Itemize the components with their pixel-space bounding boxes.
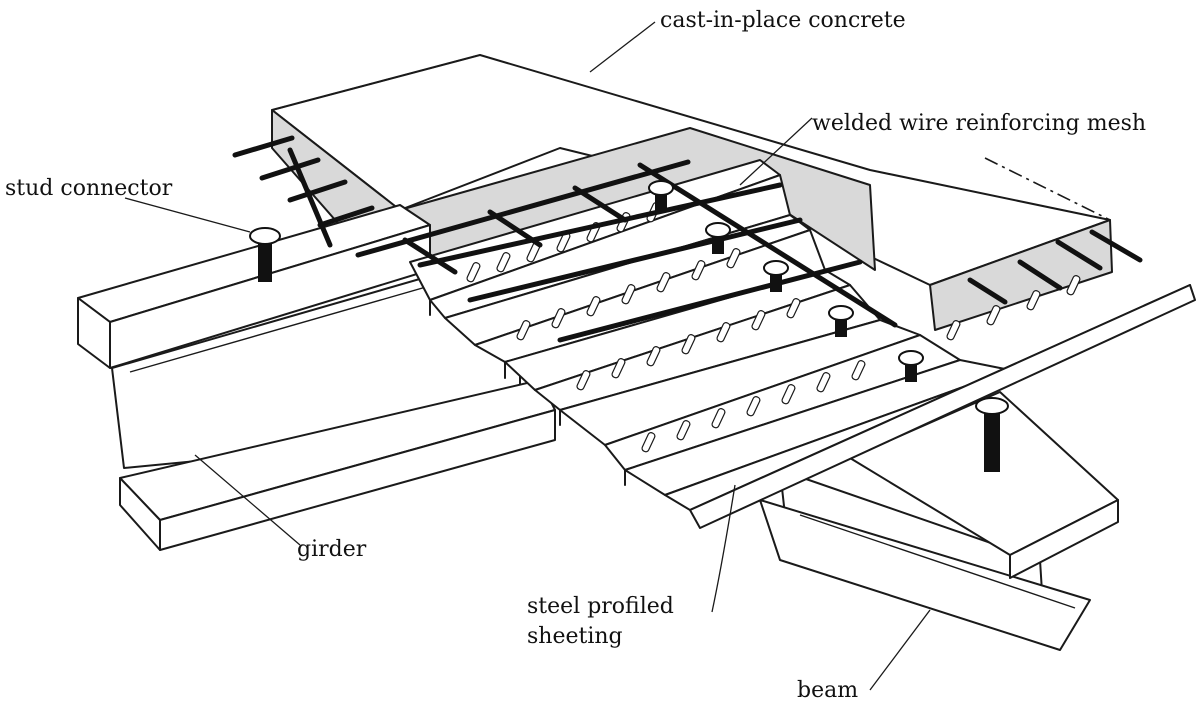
beam xyxy=(759,391,1119,651)
label-beam: beam xyxy=(797,678,858,703)
label-sheeting: sheeting xyxy=(527,624,623,649)
label-steel-profiled: steel profiled xyxy=(527,594,674,619)
leader-lines xyxy=(124,21,931,691)
leader-beam xyxy=(869,609,931,691)
stud-connectors xyxy=(249,180,1009,472)
stud-connector-girder xyxy=(249,227,281,282)
label-stud-connector: stud connector xyxy=(5,176,173,201)
leader-stud xyxy=(124,197,251,233)
sheeting-front-edge xyxy=(689,284,1196,529)
leader-concrete xyxy=(589,21,656,73)
stud-connector-deck-1 xyxy=(648,180,674,212)
stud-connector-deck-2 xyxy=(705,222,731,254)
beam-bottom-flange xyxy=(759,499,1091,651)
stud-connector-deck-4 xyxy=(828,305,854,337)
labels: cast-in-place concrete welded wire reinf… xyxy=(5,8,1146,703)
label-girder: girder xyxy=(297,537,367,562)
welded-wire-mesh xyxy=(232,135,1143,343)
leader-girder xyxy=(194,454,301,546)
leader-mesh xyxy=(739,117,813,186)
girder xyxy=(77,204,556,551)
label-welded-wire-mesh: welded wire reinforcing mesh xyxy=(812,111,1146,136)
stud-connector-deck-3 xyxy=(763,260,789,292)
label-cast-in-place-concrete: cast-in-place concrete xyxy=(660,8,906,33)
leader-sheeting xyxy=(711,484,736,613)
stud-connector-deck-5 xyxy=(898,350,924,382)
stud-connector-beam xyxy=(975,397,1009,472)
